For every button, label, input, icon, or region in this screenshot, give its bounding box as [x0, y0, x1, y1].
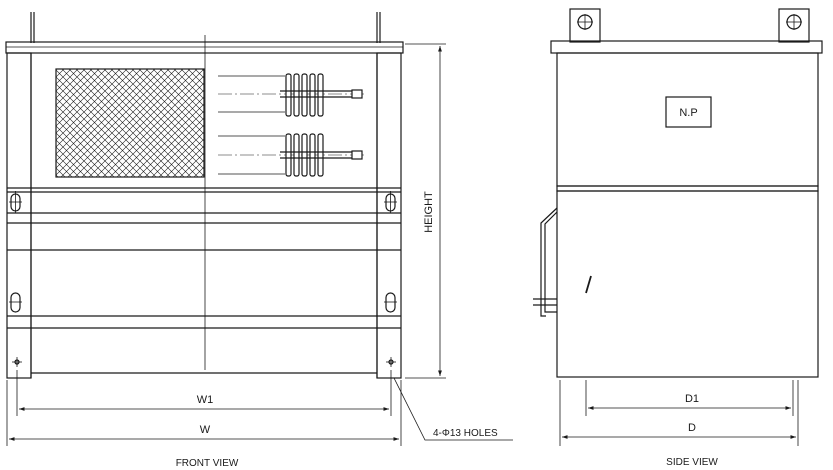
top-plate	[5, 41, 404, 54]
lifting-hook-left	[30, 12, 35, 43]
w-label: W	[200, 424, 211, 436]
holes-leader: 4-Φ13 HOLES	[393, 377, 513, 441]
lifting-lug-left	[569, 8, 601, 43]
horizontal-bands	[7, 187, 401, 329]
mounting-holes	[12, 357, 396, 367]
ventilation-mesh	[55, 68, 205, 178]
side-lower-cabinet	[556, 190, 819, 378]
side-channel-right	[376, 52, 402, 379]
side-top-plate	[550, 40, 823, 54]
terminal-bushing-lower	[218, 133, 365, 177]
height-dimension: HEIGHT	[405, 43, 446, 379]
w-dimension: W	[6, 380, 402, 446]
side-middle-band	[556, 185, 819, 192]
d-dimension: D	[562, 422, 796, 439]
lifting-hook-right	[376, 12, 381, 43]
nameplate-label: N.P	[679, 107, 697, 119]
nameplate: N.P	[665, 96, 712, 128]
latch-icon	[585, 275, 592, 294]
d1-label: D1	[685, 393, 699, 405]
front-view: HEIGHT W1 W 4-Φ13 HOLES FRONT VIEW	[5, 12, 513, 469]
w1-label: W1	[197, 394, 214, 406]
slot-holes	[9, 191, 397, 313]
terminal-bushing-upper	[218, 73, 365, 117]
side-view: N.P D1 D SIDE VIEW	[533, 8, 823, 468]
w1-dimension: W1	[16, 370, 392, 416]
height-label: HEIGHT	[423, 191, 435, 233]
lifting-lug-right	[778, 8, 810, 43]
side-view-title: SIDE VIEW	[666, 457, 718, 468]
front-view-title: FRONT VIEW	[176, 458, 239, 469]
d1-dimension: D1	[588, 393, 791, 410]
d-label: D	[688, 422, 696, 434]
side-bracket	[533, 207, 558, 317]
side-channel-left	[6, 52, 32, 379]
side-upper-cabinet	[556, 52, 819, 187]
holes-note: 4-Φ13 HOLES	[433, 428, 498, 439]
